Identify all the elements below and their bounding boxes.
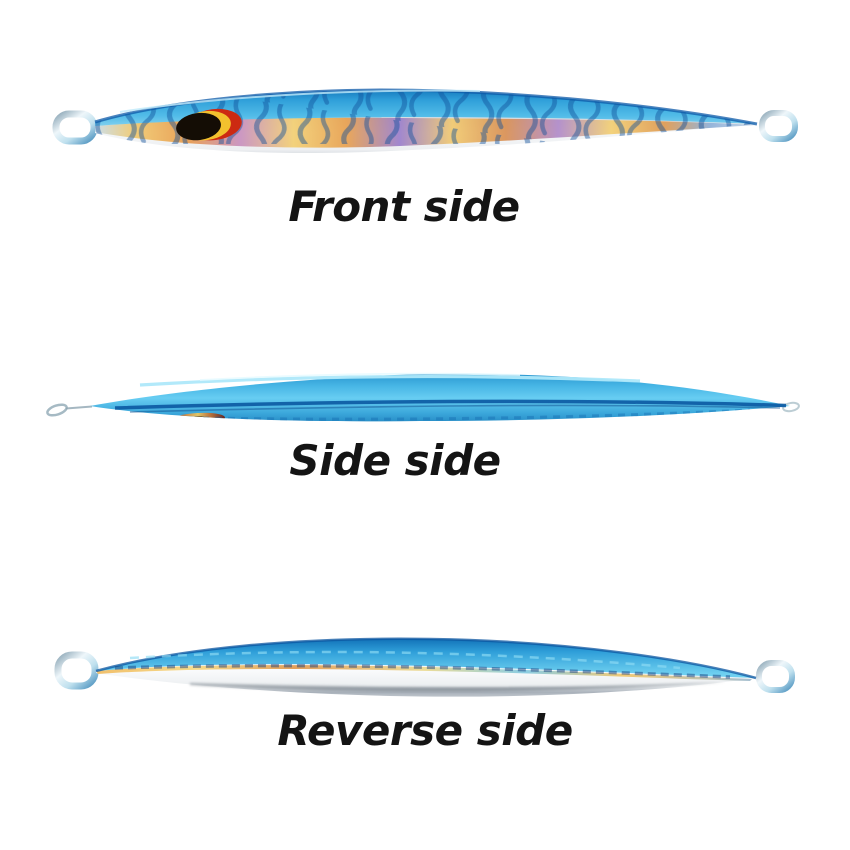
front-left-eyelet-ring	[52, 110, 98, 145]
reverse-lure-back-rim	[95, 637, 757, 680]
front-lure-back-highlight	[119, 89, 481, 113]
side-right-eyelet-edge	[782, 401, 800, 413]
front-right-eyelet-ring	[759, 110, 798, 142]
side-lure-glint	[199, 372, 521, 381]
side-side-label: Side side	[289, 436, 501, 485]
reverse-lure-blue-back	[96, 638, 756, 678]
side-left-eyelet-edge	[46, 403, 68, 417]
front-side-label: Front side	[288, 182, 520, 231]
side-lure-center-seam	[114, 399, 787, 410]
side-left-wire	[65, 405, 93, 410]
side-lure-top-highlight	[139, 375, 641, 387]
eye-pupil	[176, 112, 221, 141]
reverse-lure-holo-band	[96, 665, 752, 681]
reverse-left-eyelet-ring	[54, 651, 99, 690]
reverse-lure-blue-sparkle	[129, 650, 681, 670]
front-lure-eye	[176, 108, 242, 141]
reverse-lure-band-dashes	[114, 663, 731, 679]
reverse-lure-chrome-shadow	[190, 682, 725, 692]
lure-side-view	[46, 372, 800, 422]
lure-reverse-view	[54, 637, 795, 697]
side-lure-seam-shadow	[129, 404, 781, 413]
lure-front-view	[52, 88, 798, 153]
reverse-side-label: Reverse side	[277, 706, 573, 755]
reverse-right-eyelet-ring	[756, 660, 795, 693]
